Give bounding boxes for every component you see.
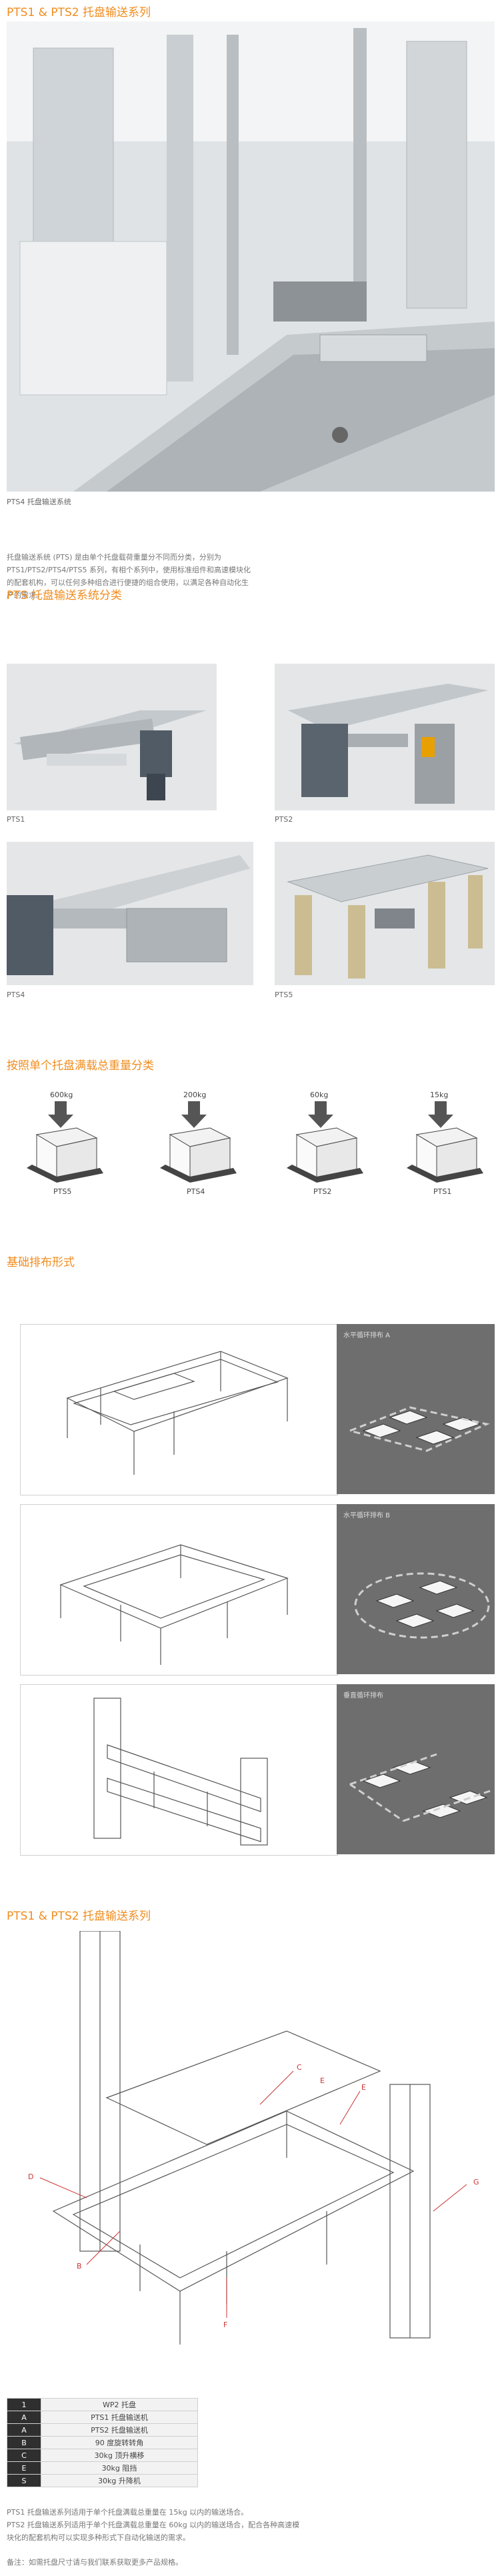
section1-title: PTS1 & PTS2 托盘输送系列 xyxy=(7,6,151,19)
weight-box-name: PTS2 xyxy=(313,1187,332,1196)
section1-description: 托盘输送系统 (PTS) 是由单个托盘载荷重量分不同而分类，分别为 PTS1/P… xyxy=(7,553,251,600)
weight-label: 600kg xyxy=(50,1091,73,1099)
callout-f: F xyxy=(223,2321,228,2329)
cube-icon xyxy=(160,1101,237,1183)
note-remark: 备注：如需托盘尺寸请与我们联系获取更多产品规格。 xyxy=(7,2558,183,2567)
callout-e1: E xyxy=(320,2076,325,2085)
pts1-illustration xyxy=(7,664,217,810)
system-assembly-illustration xyxy=(39,1931,467,2345)
weight-box-pts2: 60kg PTS2 xyxy=(280,1091,367,1197)
weight-box-pts1: 15kg PTS1 xyxy=(400,1091,487,1197)
pts2-illustration xyxy=(275,664,495,810)
pts5-photo xyxy=(275,842,495,985)
layout-c-panel: 垂直循环排布 xyxy=(337,1684,495,1854)
cube-icon xyxy=(407,1101,483,1183)
hero-photo xyxy=(7,21,495,492)
layout-c-illustration xyxy=(93,1698,268,1846)
weight-box-pts5: 600kg PTS5 xyxy=(20,1091,107,1197)
pts4-label: PTS4 xyxy=(7,991,25,999)
section3-title: 按照单个托盘满载总重量分类 xyxy=(7,1059,154,1073)
weight-box-name: PTS5 xyxy=(53,1187,72,1196)
layout-a-schematic xyxy=(347,1406,490,1452)
layout-b-schematic xyxy=(354,1572,490,1639)
layout-b-panel-label: 水平循环排布 B xyxy=(343,1512,391,1519)
weight-label: 200kg xyxy=(183,1091,207,1099)
weight-box-pts4: 200kg PTS4 xyxy=(153,1091,240,1197)
pts5-illustration xyxy=(275,842,495,985)
weight-label: 60kg xyxy=(310,1091,329,1099)
layout-a-panel: 水平循环排布 A xyxy=(337,1324,495,1494)
callout-b: B xyxy=(77,2262,82,2271)
note-pts1: PTS1 托盘输送系列适用于单个托盘满载总重量在 15kg 以内的输送场合。 xyxy=(7,2508,249,2517)
cube-icon xyxy=(27,1101,103,1183)
callout-c: C xyxy=(297,2063,302,2072)
layout-b-illustration xyxy=(59,1544,289,1665)
pts2-label: PTS2 xyxy=(275,815,293,824)
hero-photo-illustration xyxy=(7,21,495,492)
layout-c-panel-label: 垂直循环排布 xyxy=(343,1692,383,1700)
callout-g: G xyxy=(473,2178,479,2186)
hero-caption: PTS4 托盘输送系统 xyxy=(7,498,71,506)
note-pts2: PTS2 托盘输送系列适用于单个托盘满载总重量在 60kg 以内的输送场合，配合… xyxy=(7,2521,300,2542)
layout-a-drawing xyxy=(20,1324,338,1495)
section4-title: 基础排布形式 xyxy=(7,1256,75,1269)
layout-a-panel-label: 水平循环排布 A xyxy=(343,1332,391,1339)
layout-c-schematic xyxy=(349,1753,491,1822)
pts4-photo xyxy=(7,842,253,985)
weight-label: 15kg xyxy=(430,1091,449,1099)
pts5-label: PTS5 xyxy=(275,991,293,999)
weight-box-name: PTS4 xyxy=(187,1187,205,1196)
layout-c-drawing xyxy=(20,1684,338,1856)
cube-icon xyxy=(287,1101,363,1183)
system-assembly-drawing: C E E D B F G xyxy=(7,1931,495,2355)
callout-d: D xyxy=(28,2172,34,2181)
pts1-label: PTS1 xyxy=(7,815,25,824)
layout-b-drawing xyxy=(20,1504,338,1676)
section5-title: PTS1 & PTS2 托盘输送系列 xyxy=(7,1910,151,1923)
weight-box-name: PTS1 xyxy=(433,1187,452,1196)
callout-e2: E xyxy=(361,2083,366,2092)
pts1-photo xyxy=(7,664,217,810)
pts2-photo xyxy=(275,664,495,810)
layout-a-illustration xyxy=(66,1351,289,1475)
layout-b-panel: 水平循环排布 B xyxy=(337,1504,495,1674)
pts4-illustration xyxy=(7,842,253,985)
section2-title: PTS 托盘输送系统分类 xyxy=(7,589,122,602)
